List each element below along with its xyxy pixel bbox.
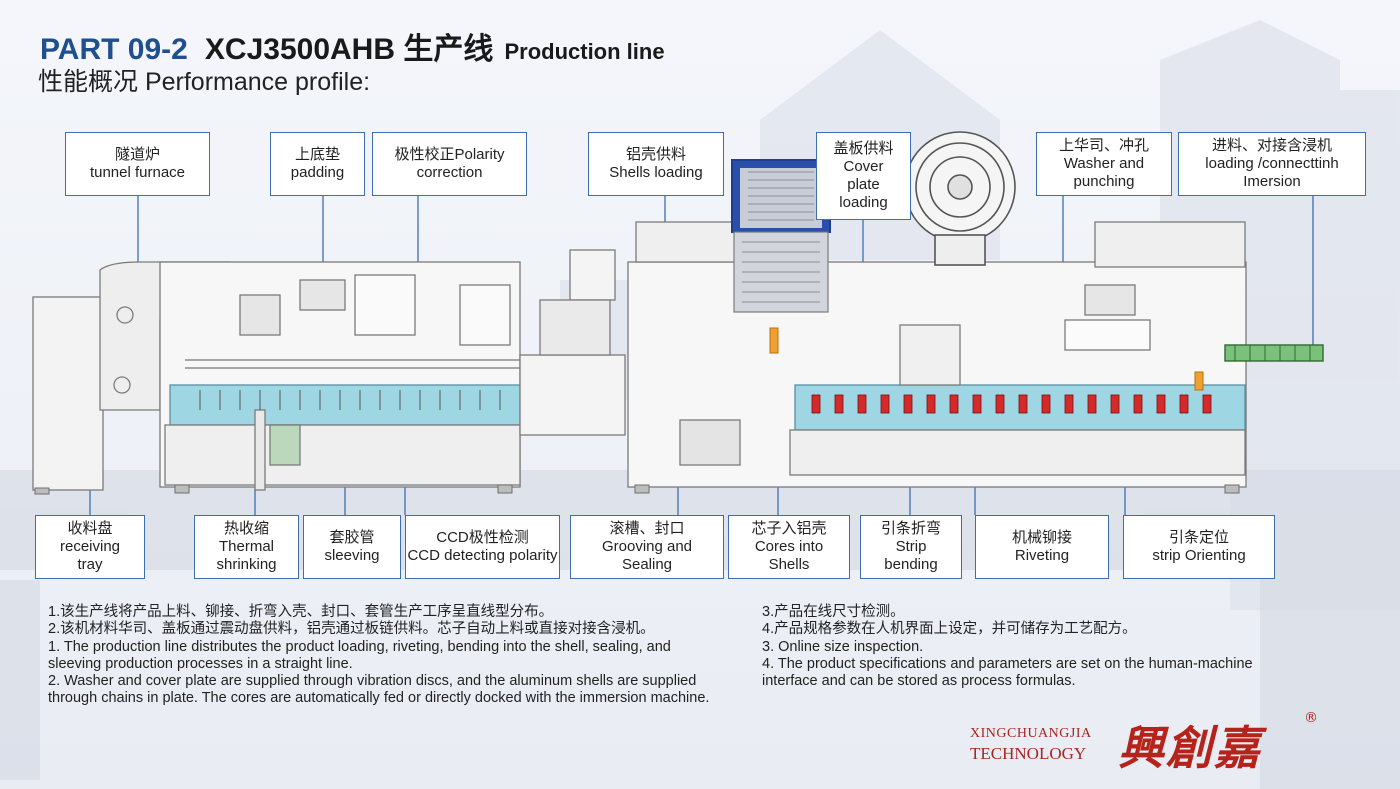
note-line: 2.该机材料华司、盖板通过震动盘供料，铝壳通过板链供料。芯子自动上料或直接对接含… <box>48 621 655 638</box>
label-cn: 热收缩 <box>223 520 269 537</box>
label-cn: 盖板供料 <box>833 140 894 157</box>
label-cn: 上华司、冲孔 <box>1058 137 1149 154</box>
vibration-disc <box>904 131 1016 266</box>
label-polarity-correction: 极性校正Polarity correction <box>372 132 527 196</box>
label-cn: 套胶管 <box>329 529 375 546</box>
label-receiving-tray: 收料盘 receiving tray <box>35 515 145 579</box>
notes-right: 3.产品在线尺寸检测。 4.产品规格参数在人机界面上设定，并可储存为工艺配方。 … <box>762 604 1282 690</box>
label-en: Strip bending <box>884 538 938 573</box>
label-ccd-polarity: CCD极性检测 CCD detecting polarity <box>405 515 560 579</box>
label-cn: CCD极性检测 <box>436 529 529 546</box>
label-thermal-shrinking: 热收缩 Thermal shrinking <box>194 515 299 579</box>
logo-chinese: 興創嘉 <box>1118 721 1262 775</box>
label-en: sleeving <box>324 547 380 564</box>
label-cn: 引条折弯 <box>880 520 941 537</box>
label-cn: 铝壳供料 <box>625 146 686 163</box>
note-line: 3. Online size inspection. <box>762 638 924 655</box>
label-riveting: 机械铆接 Riveting <box>975 515 1109 579</box>
logo-line2: TECHNOLOGY <box>970 744 1087 763</box>
label-cn: 上底垫 <box>294 146 340 163</box>
label-strip-bending: 引条折弯 Strip bending <box>860 515 962 579</box>
model-name: XCJ3500AHB 生产线 <box>204 33 494 66</box>
logo-line1: XINGCHUANGJIA <box>970 726 1092 741</box>
label-en: Shells loading <box>609 164 703 181</box>
right-machine-section <box>627 221 1247 488</box>
label-en: correction <box>416 164 483 181</box>
label-washer-punching: 上华司、冲孔 Washer and punching <box>1036 132 1172 196</box>
model-name-en: Production line <box>504 39 665 64</box>
label-en: CCD detecting polarity <box>407 547 558 564</box>
label-en: receiving tray <box>59 538 121 573</box>
label-padding: 上底垫 padding <box>270 132 365 196</box>
label-loading-immersion: 进料、对接含浸机 loading /connecttinh Imersion <box>1178 132 1366 196</box>
label-en: loading /connecttinh Imersion <box>1205 155 1339 190</box>
label-cn: 滚槽、封口 <box>609 520 685 537</box>
label-en: tunnel furnace <box>89 164 186 181</box>
part-number: PART 09-2 <box>40 33 188 66</box>
label-cn: 引条定位 <box>1168 529 1229 546</box>
label-en: strip Orienting <box>1152 547 1246 564</box>
label-cover-plate-loading: 盖板供料 Cover plate loading <box>816 132 911 220</box>
note-line: 2. Washer and cover plate are supplied t… <box>48 673 710 707</box>
label-cn: 收料盘 <box>67 520 113 537</box>
label-en: padding <box>290 164 345 181</box>
label-strip-orienting: 引条定位 strip Orienting <box>1123 515 1275 579</box>
label-en: Riveting <box>1014 547 1070 564</box>
note-line: 4.产品规格参数在人机界面上设定，并可储存为工艺配方。 <box>762 621 1137 638</box>
note-line: 1.该生产线将产品上料、铆接、折弯入壳、封口、套管生产工序呈直线型分布。 <box>48 604 554 620</box>
label-cn: 机械铆接 <box>1011 529 1072 546</box>
label-cn: 隧道炉 <box>114 146 160 163</box>
note-line: 3.产品在线尺寸检测。 <box>762 604 905 620</box>
registered-icon: ® <box>1304 710 1318 726</box>
label-shells-loading: 铝壳供料 Shells loading <box>588 132 724 196</box>
note-line: 1. The production line distributes the p… <box>48 638 671 672</box>
label-cores-into-shells: 芯子入铝壳 Cores into Shells <box>728 515 850 579</box>
page-title: PART 09-2 XCJ3500AHB 生产线 Production line <box>40 24 665 68</box>
label-tunnel-furnace: 隧道炉 tunnel furnace <box>65 132 210 196</box>
label-en: Cover plate loading <box>839 158 888 211</box>
note-line: 4. The product specifications and parame… <box>762 655 1253 690</box>
label-en: Washer and punching <box>1063 155 1145 190</box>
label-cn: 芯子入铝壳 <box>751 520 827 537</box>
notes-left: 1.该生产线将产品上料、铆接、折弯入壳、封口、套管生产工序呈直线型分布。 2.该… <box>48 604 728 708</box>
infeed-rail <box>1224 344 1324 362</box>
label-grooving-sealing: 滚槽、封口 Grooving and Sealing <box>570 515 724 579</box>
label-en: Cores into Shells <box>754 538 824 573</box>
label-en: Grooving and Sealing <box>601 538 693 573</box>
label-sleeving: 套胶管 sleeving <box>303 515 401 579</box>
label-en: Thermal shrinking <box>216 538 277 573</box>
left-machine-section <box>32 261 521 491</box>
label-cn: 极性校正Polarity <box>394 146 505 163</box>
page-subtitle: 性能概况 Performance profile: <box>38 68 371 96</box>
transfer-section <box>519 249 626 436</box>
label-cn: 进料、对接含浸机 <box>1211 137 1332 154</box>
